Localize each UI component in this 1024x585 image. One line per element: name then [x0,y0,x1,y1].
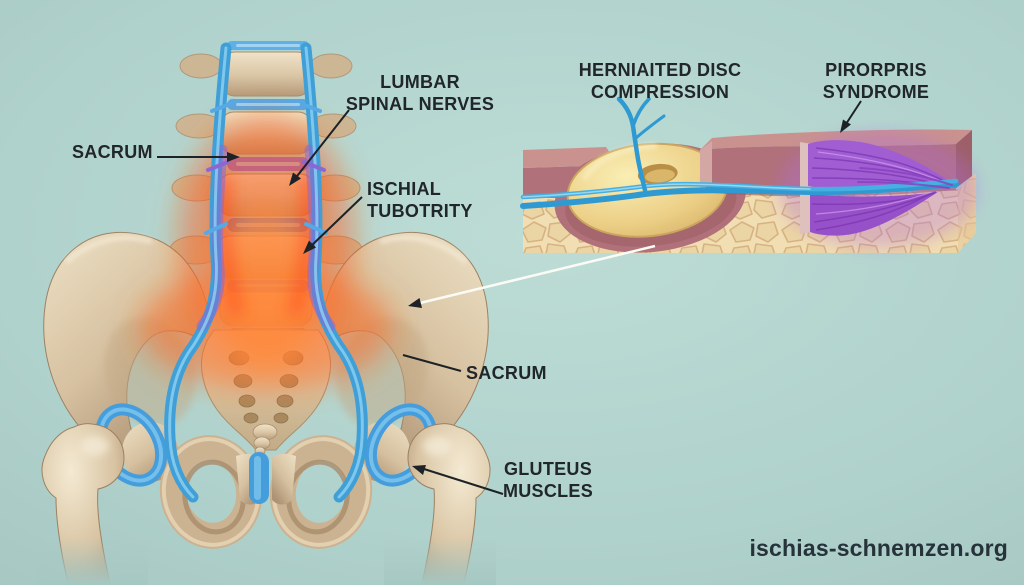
pelvis-spine-figure [36,41,496,585]
annotation-lines [157,100,862,495]
watermark-url: ischias-schnemzen.org [749,535,1008,561]
label-lumbar-spinal-nerves: LUMBAR SPINAL NERVES [345,72,495,114]
sciatic-nerve-left [164,42,232,503]
pubic-symphysis [249,452,269,504]
inset-nerve [520,96,959,209]
label-herniated-disc-compression: HERNIAITED DISC COMPRESSION [578,60,742,102]
label-gluteus-muscles: GLUTEUS MUSCLES [502,459,594,501]
label-sacrum-left: SACRUM [72,142,153,162]
piriformis-muscle [778,132,978,248]
label-sacrum-right: SACRUM [466,363,547,383]
label-pirorpris-syndrome: PIRORPRIS SYNDROME [822,60,930,102]
inset-cross-section [520,96,978,253]
label-ischial-tubotrity: ISCHIAL TUBOTRITY [367,179,473,221]
